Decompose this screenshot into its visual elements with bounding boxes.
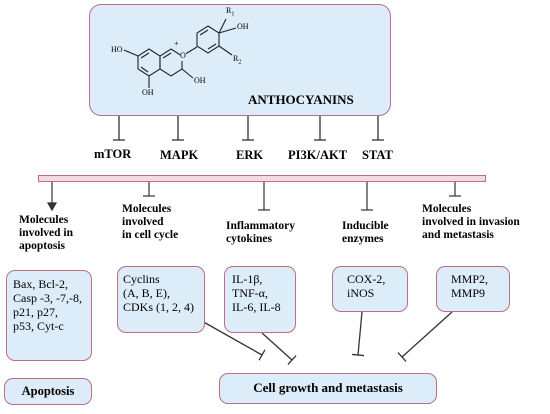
category-cell-cycle-line-2: involved — [122, 215, 164, 228]
bond-inner-5 — [207, 43, 217, 50]
growth-outcome-box: Cell growth and metastasis — [219, 373, 437, 404]
category-cell-cycle-line-1: Molecules — [122, 203, 172, 215]
member-apoptosis-1: Bax, Bcl-2, — [13, 277, 68, 291]
atom-r1-symbol: R — [226, 6, 232, 15]
growth-outcome-label: Cell growth and metastasis — [253, 380, 403, 395]
members-apoptosis-box: Bax, Bcl-2, Casp -3, -7,-8, p21, p27, p5… — [6, 270, 92, 361]
target-stat: STAT — [362, 148, 393, 162]
atom-oh-a: OH — [142, 88, 154, 97]
apoptosis-outcome-box: Apoptosis — [4, 378, 92, 405]
bond-inner-4 — [199, 29, 209, 36]
bond-r1 — [218, 18, 227, 34]
target-mtor: mTOR — [94, 147, 132, 161]
atom-r2-index: 2 — [238, 59, 242, 66]
category-metastasis-line-3: and metastasis — [422, 228, 494, 241]
member-cytokines-3: IL-6, IL-8 — [232, 300, 281, 315]
member-cell-cycle-3: CDKs (1, 2, 4) — [123, 300, 194, 315]
growth-inhibitor-2-bar — [287, 355, 297, 365]
target-erk: ERK — [236, 148, 264, 162]
member-cytokines-2: TNF-α, — [232, 286, 268, 301]
category-cell-cycle-line-3: in cell cycle — [122, 228, 179, 241]
member-metastasis-1: MMP2, — [451, 272, 489, 286]
growth-inhibitor-4-stem — [401, 311, 453, 358]
atom-r1-index: 1 — [231, 11, 235, 18]
members-apoptosis: Bax, Bcl-2, Casp -3, -7,-8, p21, p27, p5… — [13, 277, 82, 334]
growth-inhibitor-3-bar — [351, 353, 365, 357]
category-metastasis-line-1: Molecules — [422, 203, 472, 215]
target-mapk: MAPK — [160, 148, 199, 162]
atom-o: O — [180, 51, 186, 61]
bond-inner-1 — [140, 52, 150, 59]
members-cytokines-box: IL-1β, TNF-α, IL-6, IL-8 — [224, 266, 296, 333]
category-metastasis: Molecules involved in invasion and metas… — [422, 203, 520, 242]
anthocyanin-box — [89, 4, 391, 116]
members-cell-cycle-box: Cyclins (A, B, E), CDKs (1, 2, 4) — [117, 266, 205, 333]
category-cell-cycle: Molecules involved in cell cycle — [122, 203, 178, 242]
category-apoptosis-line-3: apoptosis — [19, 239, 66, 252]
category-cytokines: Inflammatory cytokines — [226, 220, 295, 246]
bond-inner-2 — [162, 52, 172, 59]
category-cytokines-line-1: Inflammatory — [226, 220, 295, 232]
members-cell-cycle: Cyclins (A, B, E), CDKs (1, 2, 4) — [123, 272, 194, 314]
member-apoptosis-2: Casp -3, -7,-8, — [13, 291, 82, 306]
members-enzymes: COX-2, iNOS — [347, 272, 385, 300]
atom-r2: R2 — [233, 54, 242, 66]
growth-inhibitor-4-bar — [397, 352, 407, 362]
bond-oh-c — [181, 68, 194, 79]
member-cell-cycle-1: Cyclins — [123, 272, 160, 286]
growth-inhibitors — [199, 311, 453, 365]
atom-oh-c: OH — [194, 76, 206, 85]
target-pi3k-akt: PI3K/AKT — [288, 148, 348, 162]
member-enzymes-1: COX-2, — [347, 272, 386, 286]
members-metastasis: MMP2, MMP9 — [451, 272, 488, 300]
member-metastasis-2: MMP9 — [451, 286, 486, 301]
category-metastasis-line-2: involved in invasion — [422, 215, 520, 228]
distribution-bar — [38, 175, 486, 182]
members-enzymes-box: COX-2, iNOS — [332, 266, 408, 312]
member-cell-cycle-2: (A, B, E), — [123, 286, 170, 301]
atom-r2-symbol: R — [233, 54, 239, 63]
member-apoptosis-3: p21, p27, — [13, 305, 58, 320]
category-enzymes-line-1: Inducible — [342, 220, 389, 232]
apoptosis-outcome-label: Apoptosis — [21, 384, 75, 398]
atom-ho: HO — [111, 45, 123, 54]
target-inhibitors — [113, 116, 384, 141]
growth-inhibitor-3-stem — [357, 311, 363, 356]
members-metastasis-box: MMP2, MMP9 — [436, 266, 510, 312]
category-link-1-arrowhead — [46, 202, 58, 212]
bond-inner-3 — [140, 66, 149, 73]
atom-plus: + — [174, 39, 179, 48]
growth-inhibitor-2-stem — [261, 332, 293, 361]
category-enzymes-line-2: enzymes — [342, 232, 384, 245]
anthocyanins-label: ANTHOCYANINS — [248, 92, 354, 107]
atom-r1: R1 — [226, 6, 235, 18]
growth-inhibitor-1-stem — [199, 319, 263, 356]
category-cytokines-line-2: cytokines — [226, 232, 272, 245]
bond-r2 — [218, 45, 233, 56]
member-cytokines-1: IL-1β, — [232, 272, 263, 286]
member-apoptosis-4: p53, Cyt-c — [13, 319, 64, 334]
bond-ho-a — [123, 49, 139, 57]
bond-oh-b — [218, 27, 237, 34]
category-apoptosis-line-1: Molecules — [19, 214, 69, 226]
category-links — [46, 182, 461, 212]
growth-inhibitor-1-bar — [258, 349, 266, 361]
member-enzymes-2: iNOS — [347, 286, 375, 301]
category-enzymes: Inducible enzymes — [342, 220, 389, 246]
atom-oh-b: OH — [237, 22, 249, 31]
members-cytokines: IL-1β, TNF-α, IL-6, IL-8 — [232, 272, 281, 314]
category-apoptosis-line-2: involved in — [19, 226, 74, 239]
category-apoptosis: Molecules involved in apoptosis — [19, 214, 73, 253]
